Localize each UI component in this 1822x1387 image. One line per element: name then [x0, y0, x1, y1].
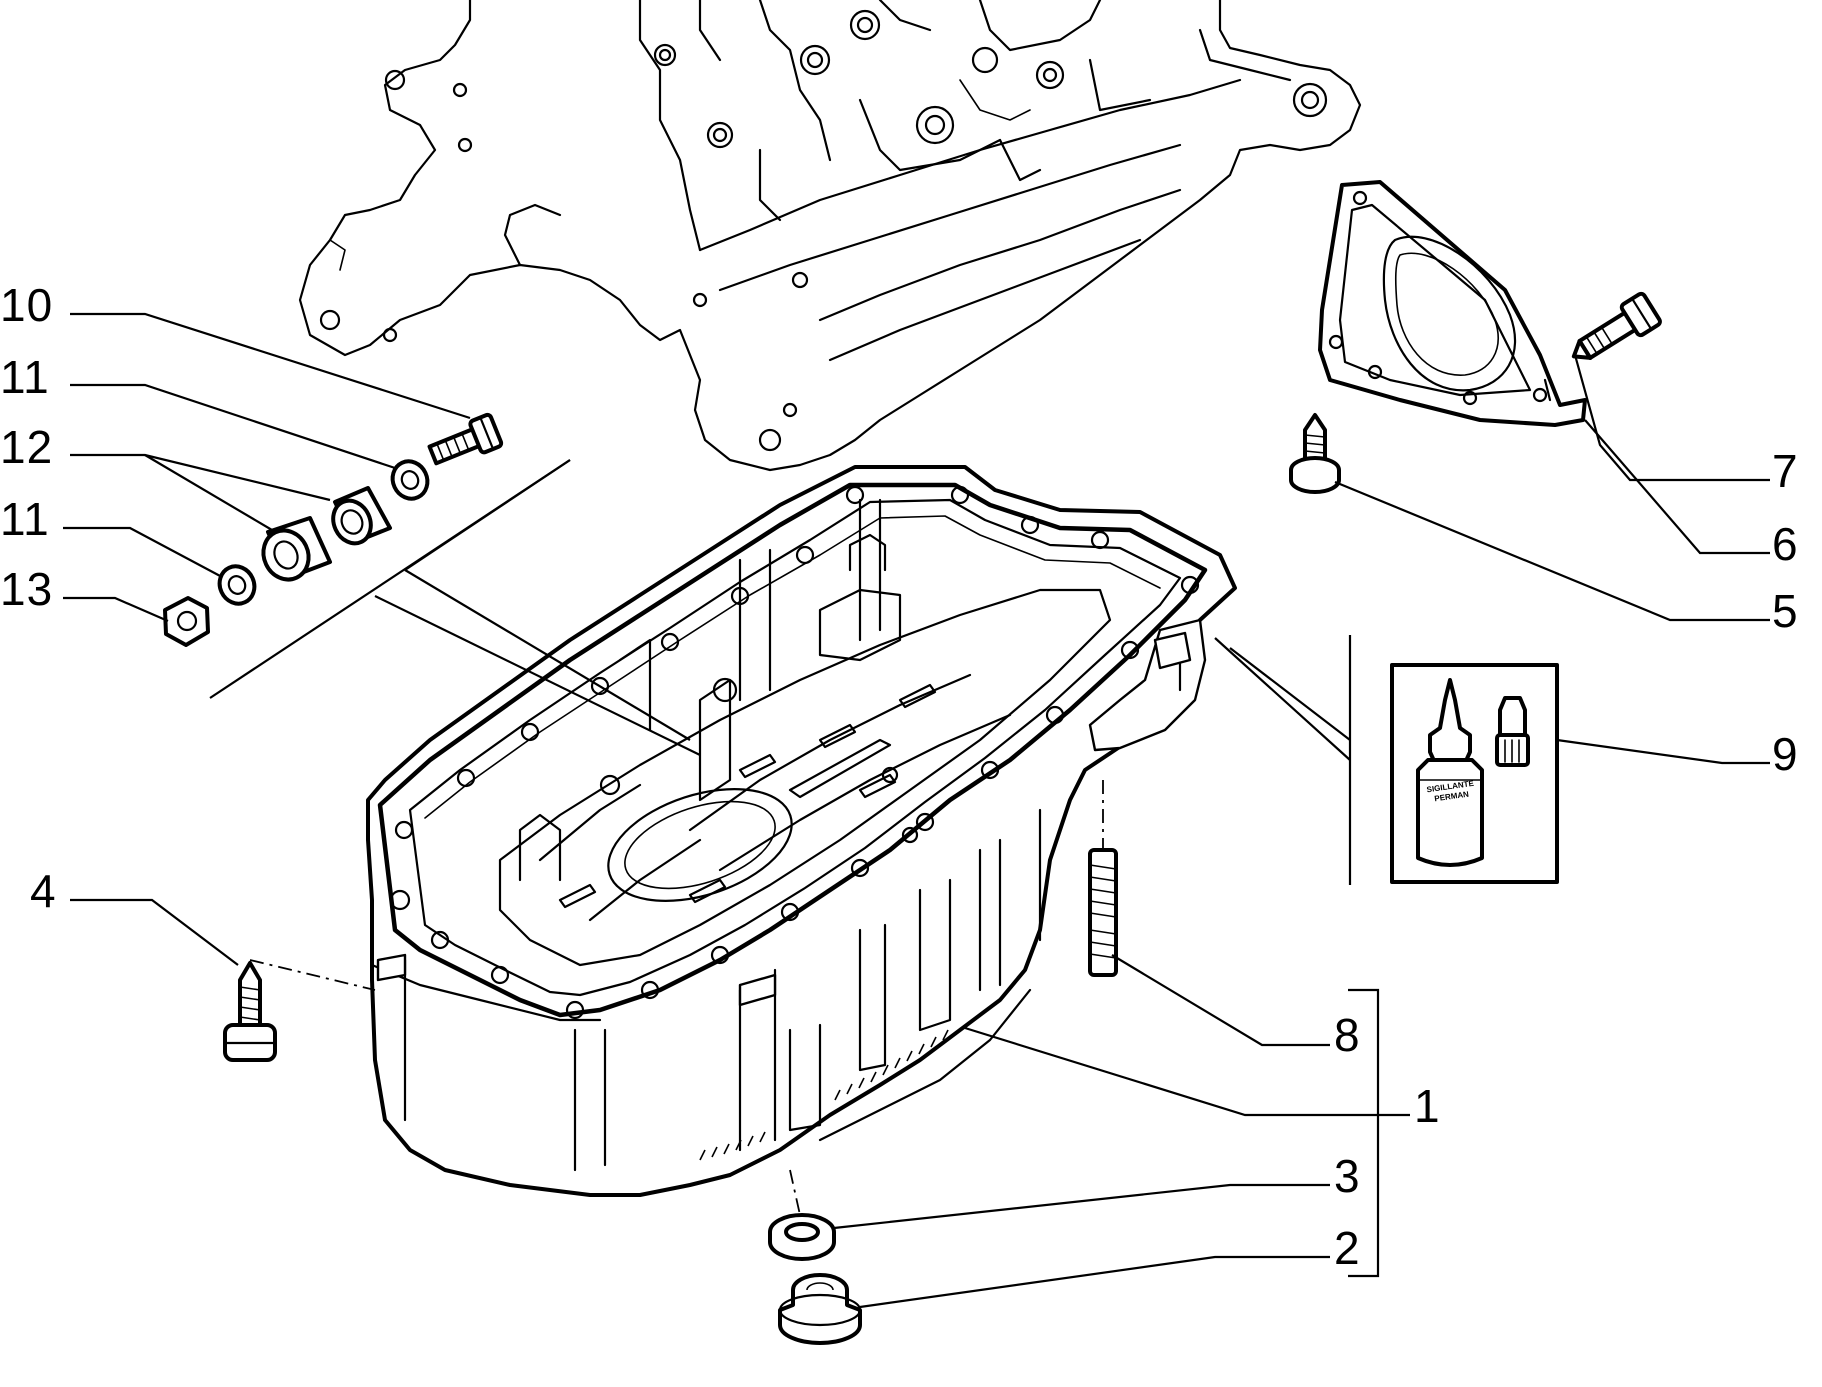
- bushing-12-lower: [261, 516, 332, 582]
- drain-axis: [789, 1169, 801, 1216]
- washer-11-upper: [390, 459, 430, 501]
- callout-4: 4: [30, 865, 57, 917]
- oil-pan: [366, 465, 1237, 1197]
- sealant-box: [1390, 663, 1559, 884]
- group-pointer-a: [374, 595, 701, 756]
- callout-11-lower: 11: [0, 493, 50, 545]
- callout-2: 2: [1334, 1222, 1361, 1274]
- bolt-10: [427, 412, 504, 466]
- callout-9: 9: [1772, 728, 1799, 780]
- group-pointer-b: [404, 569, 691, 741]
- bushing-12-upper: [331, 486, 392, 546]
- bolt-5: [1289, 413, 1341, 494]
- callout-8: 8: [1334, 1009, 1361, 1061]
- drain-washer-3: [768, 1213, 836, 1261]
- engine-block: [298, 0, 1362, 472]
- callout-5: 5: [1772, 585, 1799, 637]
- bolt-4: [223, 961, 277, 1062]
- leader-lines: [63, 312, 1770, 1309]
- callout-3: 3: [1334, 1150, 1361, 1202]
- drain-plug-2: [778, 1273, 862, 1345]
- nut-13: [163, 596, 210, 647]
- callout-10: 10: [0, 279, 54, 331]
- callout-6: 6: [1772, 518, 1799, 570]
- group-bracket-upper-a: [404, 459, 571, 571]
- callout-12: 12: [0, 421, 54, 473]
- bolt-4-axis: [249, 959, 376, 991]
- bolt-7: [1571, 291, 1662, 360]
- callout-11-upper: 11: [0, 351, 50, 403]
- washer-11-lower: [217, 564, 257, 606]
- rear-seal-housing: [1318, 180, 1587, 427]
- callout-1: 1: [1414, 1080, 1441, 1132]
- callout-7: 7: [1772, 445, 1799, 497]
- callout-13: 13: [0, 563, 54, 615]
